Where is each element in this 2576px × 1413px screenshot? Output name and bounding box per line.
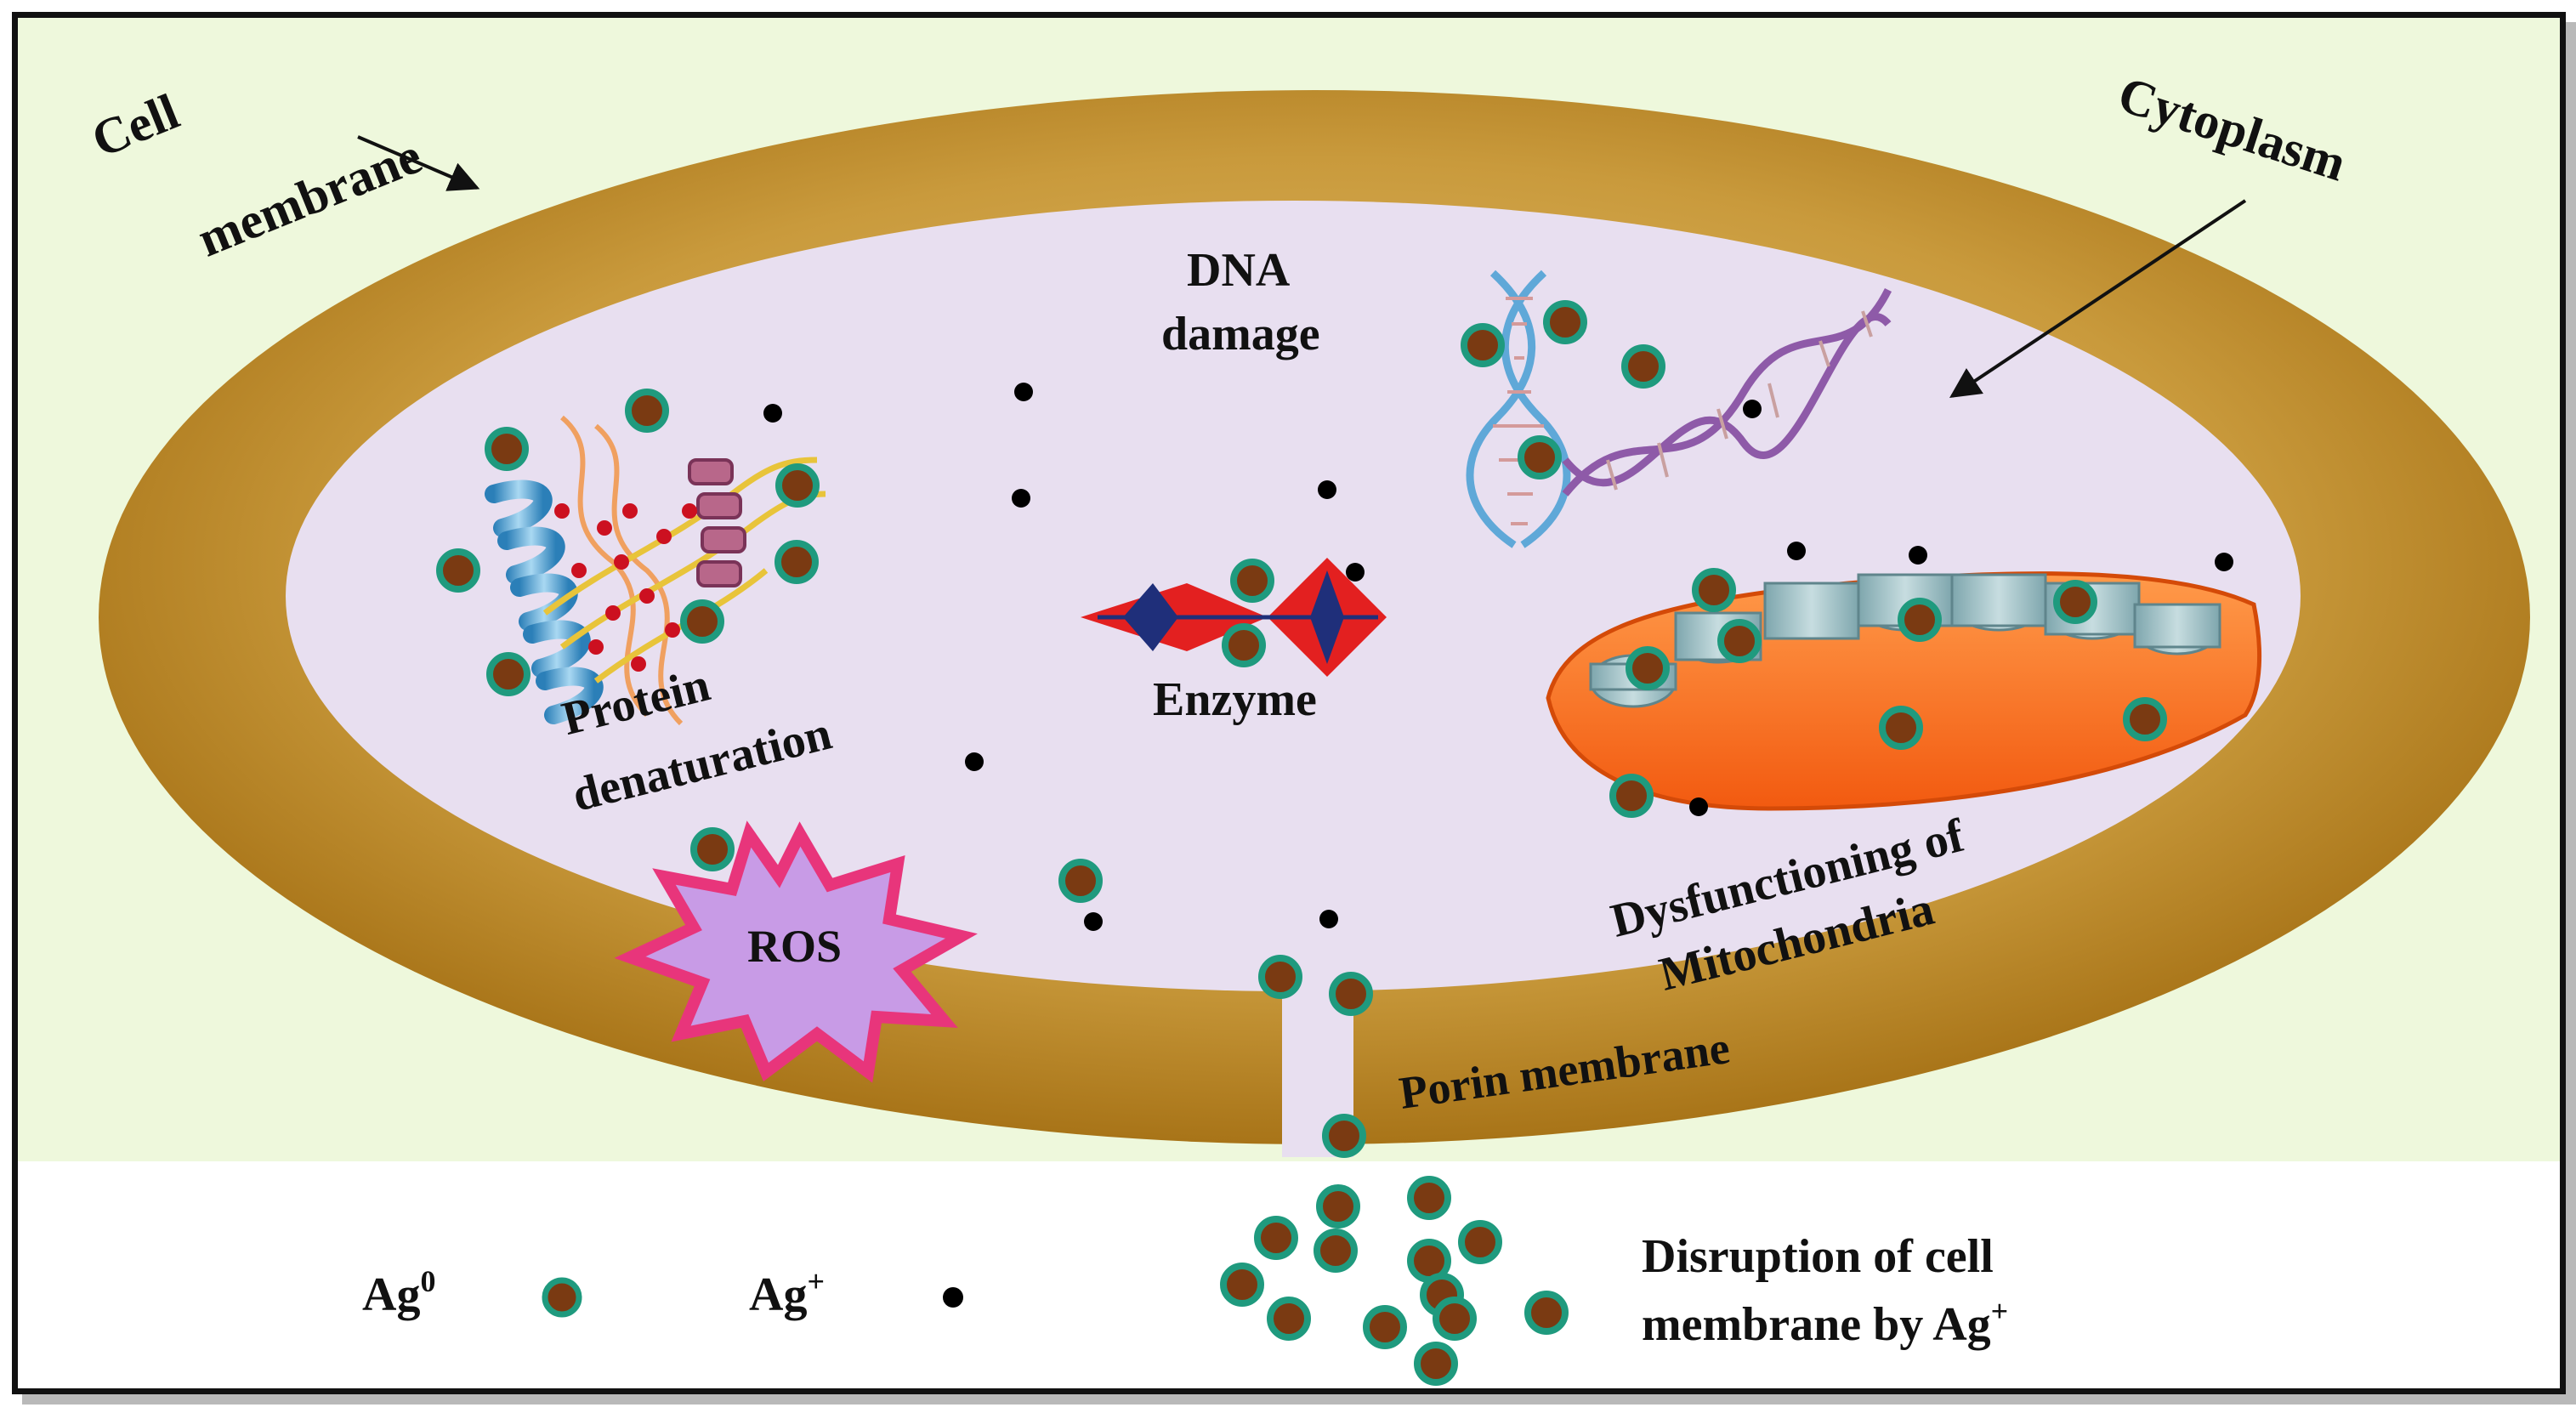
ag0-particle: [1322, 1114, 1366, 1158]
ag0-particle: [2123, 697, 2167, 741]
diagram-canvas: Cell membrane Cytoplasm DNA damage Prote…: [18, 18, 2560, 1388]
ag0-particle: [1621, 344, 1665, 389]
agplus-ion: [1319, 910, 1338, 928]
agplus-ion: [1012, 489, 1030, 508]
ag0-particle: [1230, 559, 1274, 603]
ag0-particle: [1329, 972, 1373, 1016]
ag0-particle: [625, 389, 669, 433]
ag0-particle: [775, 463, 820, 508]
agplus-ion: [1014, 383, 1033, 401]
ag0-particle: [690, 827, 735, 871]
agplus-ions: [763, 383, 2233, 931]
ag0-particle: [1524, 1291, 1569, 1335]
enzyme-label: Enzyme: [1153, 673, 1317, 726]
ag0-particle: [775, 540, 819, 584]
legend-agplus-text: Ag: [749, 1268, 807, 1321]
agplus-ion: [1743, 400, 1762, 418]
ag0-particle: [1254, 1216, 1298, 1260]
ag0-particle: [1458, 1220, 1502, 1264]
agplus-ion: [1909, 546, 1927, 565]
disruption-label-sup: +: [1991, 1294, 2009, 1328]
dna-damage-label-line1: DNA: [1187, 244, 1291, 297]
ag0-particles: [436, 300, 2167, 1386]
ag0-particle: [1879, 706, 1923, 750]
agplus-ion: [1689, 797, 1708, 816]
figure-frame: Cell membrane Cytoplasm DNA damage Prote…: [12, 12, 2566, 1394]
ag0-particle: [1609, 774, 1654, 818]
ros-burst-icon: [614, 820, 978, 1083]
dna-strand-icon: [1562, 287, 1892, 497]
legend-agplus-ion-icon: [943, 1287, 963, 1308]
legend-ag0-sup: 0: [420, 1264, 435, 1298]
ag0-particle: [1222, 623, 1266, 667]
ag0-particle: [1220, 1263, 1264, 1307]
ag0-particle: [1363, 1305, 1407, 1349]
legend-agplus-sup: +: [807, 1264, 825, 1298]
ag0-particle: [486, 652, 531, 696]
legend-panel: [18, 1161, 2560, 1388]
ag0-particle: [1626, 646, 1670, 690]
ag0-particle: [1461, 323, 1505, 367]
ag0-particle: [1414, 1342, 1458, 1386]
ag0-particle: [1898, 598, 1942, 642]
legend-ag0-label: Ag0: [362, 1264, 435, 1321]
ag0-particle: [1258, 955, 1302, 999]
ag0-particle: [680, 599, 724, 644]
ag0-particle: [485, 427, 529, 471]
dna-damage-label-line2: damage: [1161, 308, 1320, 360]
agplus-ion: [1318, 480, 1336, 499]
legend-agplus-label: Ag+: [749, 1264, 825, 1321]
cell-membrane-arrow: [357, 135, 480, 191]
ag0-particle: [1543, 300, 1587, 344]
ag0-particle: [1717, 619, 1762, 663]
agplus-ion: [763, 404, 782, 423]
ag0-particle: [1314, 1229, 1358, 1273]
disruption-label-line1: Disruption of cell: [1642, 1230, 1994, 1283]
legend-ag0-text: Ag: [362, 1268, 420, 1321]
agplus-ion: [1084, 912, 1103, 931]
disruption-label-line2: membrane by Ag+: [1642, 1294, 2008, 1351]
ag0-particle: [1518, 435, 1562, 480]
ros-label: ROS: [747, 921, 842, 972]
ag0-particle: [1316, 1184, 1360, 1229]
agplus-ion: [1346, 563, 1365, 582]
protein-structure-icon: [485, 415, 826, 726]
agplus-ion: [965, 752, 984, 771]
ag0-particle: [1692, 568, 1736, 612]
ag0-particle: [1058, 859, 1103, 903]
disruption-label-text: membrane by Ag: [1642, 1298, 1991, 1351]
cytoplasm-arrow: [1949, 199, 2247, 398]
enzyme-icon: [1081, 558, 1387, 677]
legend-ag0-particle-icon: [542, 1277, 582, 1318]
ag0-particle: [1267, 1297, 1311, 1341]
agplus-ion: [2215, 553, 2233, 571]
ag0-particle: [1407, 1176, 1451, 1220]
ag0-particle: [1433, 1297, 1477, 1341]
ag0-particle: [436, 548, 480, 593]
agplus-ion: [1787, 542, 1806, 560]
ag0-particle: [2053, 580, 2097, 624]
